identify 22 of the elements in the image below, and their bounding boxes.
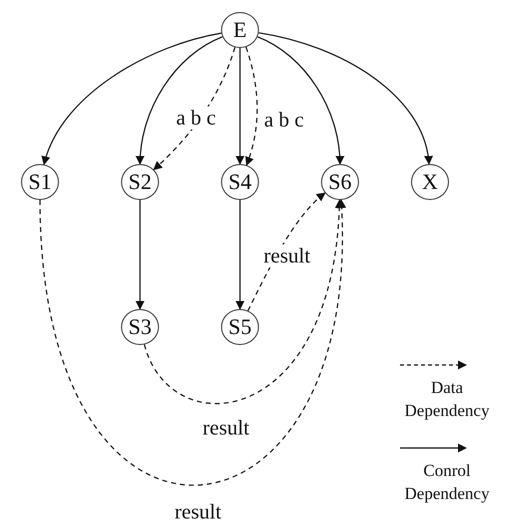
arrow bbox=[42, 32, 222, 166]
arrow bbox=[236, 48, 244, 165]
node-circle: S1 bbox=[21, 164, 59, 200]
arrow bbox=[144, 199, 344, 404]
node-circle: E bbox=[221, 12, 259, 48]
legend-label: Conrol Dependency bbox=[404, 460, 490, 505]
node-circle: X bbox=[411, 164, 449, 200]
node-circle: S5 bbox=[221, 309, 259, 345]
node-circle: S2 bbox=[121, 164, 159, 200]
arrow bbox=[236, 200, 244, 310]
node-circle: S3 bbox=[121, 309, 159, 345]
node-circle: S4 bbox=[221, 164, 259, 200]
node-circle: S6 bbox=[321, 164, 359, 200]
legend-label: Data Dependency bbox=[404, 377, 490, 422]
arrow bbox=[258, 32, 432, 165]
arrow bbox=[136, 200, 144, 310]
edge-label: a b c bbox=[174, 106, 218, 130]
arrow bbox=[136, 36, 223, 165]
arrow bbox=[39, 199, 346, 486]
arrow bbox=[257, 36, 344, 165]
arrow bbox=[245, 46, 258, 166]
edge-label: result bbox=[262, 244, 312, 268]
